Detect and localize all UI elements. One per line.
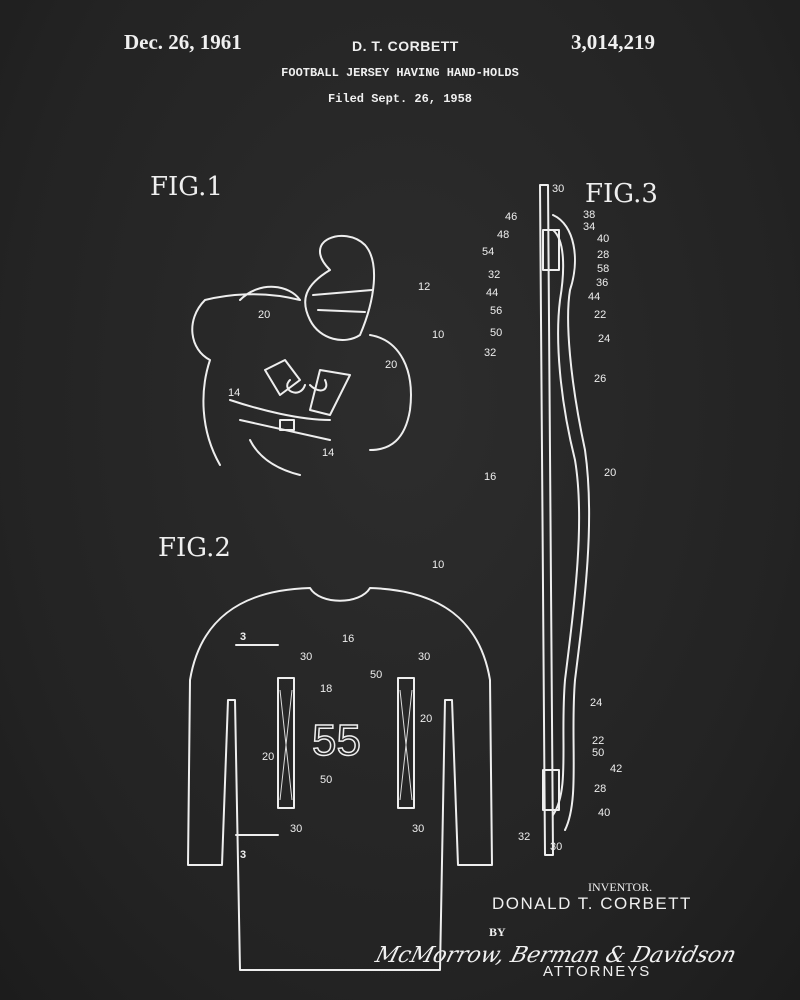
- patent-number: 3,014,219: [571, 30, 655, 54]
- reference-numeral: 56: [490, 305, 502, 317]
- fig3-label: FIG.3: [585, 179, 658, 209]
- patent-title: FOOTBALL JERSEY HAVING HAND-HOLDS: [281, 66, 519, 80]
- ref-30: 30: [418, 651, 430, 663]
- reference-numeral: 26: [594, 373, 606, 385]
- fig3-refs: 30 46 38 48 34 40 54 28 32 58 44 36 56 4…: [482, 183, 622, 853]
- ref-14: 14: [228, 387, 240, 399]
- reference-numeral: 38: [583, 209, 595, 221]
- reference-numeral: 40: [597, 233, 609, 245]
- ref-20: 20: [385, 359, 397, 371]
- reference-numeral: 24: [598, 333, 610, 345]
- reference-numeral: 44: [486, 287, 498, 299]
- reference-numeral: 28: [597, 249, 609, 261]
- jersey-number: 55: [312, 716, 361, 765]
- jersey-outline: [187, 587, 493, 971]
- fig2-jersey: FIG.2 55 10 3 16 30 30 50 18 20 20 50 30…: [158, 533, 493, 971]
- reference-numeral: 44: [588, 291, 600, 303]
- ref-20: 20: [258, 309, 270, 321]
- section-3-top: 3: [240, 631, 246, 643]
- reference-numeral: 48: [497, 229, 509, 241]
- fig3-section-view: FIG.3 30 46 38 48 34 40 54 28 32 58 44 3…: [482, 179, 658, 856]
- reference-numeral: 50: [592, 747, 604, 759]
- reference-numeral: 58: [597, 263, 609, 275]
- reference-numeral: 20: [604, 467, 616, 479]
- reference-numeral: 46: [505, 211, 517, 223]
- reference-numeral: 22: [592, 735, 604, 747]
- reference-numeral: 30: [552, 183, 564, 195]
- ref-10: 10: [432, 329, 444, 341]
- ref-10: 10: [432, 559, 444, 571]
- ref-20: 20: [420, 713, 432, 725]
- ref-16: 16: [342, 633, 354, 645]
- reference-numeral: 34: [583, 221, 595, 233]
- ref-50: 50: [370, 669, 382, 681]
- ref-30: 30: [290, 823, 302, 835]
- attorneys-label: ATTORNEYS: [543, 963, 652, 980]
- patent-date: Dec. 26, 1961: [124, 30, 242, 54]
- reference-numeral: 40: [598, 807, 610, 819]
- ref-18: 18: [320, 683, 332, 695]
- fig1-label: FIG.1: [150, 172, 223, 202]
- by-label: BY: [489, 925, 506, 939]
- section-3-bottom: 3: [240, 849, 246, 861]
- reference-numeral: 32: [488, 269, 500, 281]
- reference-numeral: 36: [596, 277, 608, 289]
- ref-12: 12: [418, 281, 430, 293]
- ref-30: 30: [412, 823, 424, 835]
- reference-numeral: 22: [594, 309, 606, 321]
- inventor-short: D. T. CORBETT: [352, 38, 459, 54]
- jersey-wall: [539, 184, 554, 856]
- ref-14: 14: [322, 447, 334, 459]
- reference-numeral: 32: [484, 347, 496, 359]
- reference-numeral: 28: [594, 783, 606, 795]
- reference-numeral: 32: [518, 831, 530, 843]
- fig2-label: FIG.2: [158, 533, 231, 563]
- fig1-football-player: FIG.1 12 20 10 20 14 14: [150, 172, 444, 476]
- ref-50: 50: [320, 774, 332, 786]
- reference-numeral: 50: [490, 327, 502, 339]
- reference-numeral: 54: [482, 246, 494, 258]
- reference-numeral: 42: [610, 763, 622, 775]
- ref-30: 30: [300, 651, 312, 663]
- ref-20: 20: [262, 751, 274, 763]
- reference-numeral: 16: [484, 471, 496, 483]
- reference-numeral: 30: [550, 841, 562, 853]
- handhold-strap: [552, 214, 591, 831]
- inventor-label: INVENTOR.: [588, 880, 653, 894]
- helmet: [304, 235, 376, 341]
- handhold-right: [397, 677, 415, 809]
- inventor-name: DONALD T. CORBETT: [492, 894, 692, 913]
- reference-numeral: 24: [590, 697, 602, 709]
- handhold-left: [277, 677, 295, 809]
- filed-date: Filed Sept. 26, 1958: [327, 92, 473, 106]
